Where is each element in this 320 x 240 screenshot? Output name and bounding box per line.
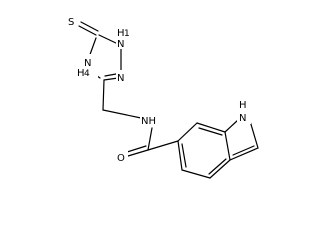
indole-h: H	[239, 100, 247, 111]
amide-nh: NH	[141, 116, 156, 127]
bond-c4-c5	[181, 169, 211, 179]
triazole-n-bg	[116, 70, 127, 83]
amide-nh-bg	[140, 112, 160, 126]
bond-c3-ch2	[102, 79, 105, 111]
bond-co-o	[127, 149, 149, 157]
bond-c7-c7a	[196, 122, 226, 133]
triazole-nh-top-bg	[116, 26, 138, 49]
atom-labels: S H 1 N N N H 4 NH O H N	[67, 14, 251, 164]
triazole-nh-top-h: H	[117, 28, 125, 39]
bond-c3a-c4	[209, 159, 231, 179]
bond-c5-n1	[98, 34, 119, 45]
triazole-nh-left-h: H	[77, 68, 85, 79]
bond-n2-c3	[103, 77, 119, 81]
triazole-nh-top-n: N	[117, 39, 124, 50]
bond-c7a-n1	[224, 119, 239, 133]
bond-c6-c7	[177, 122, 198, 142]
bond-c3a-c4-inner	[208, 158, 227, 175]
bond-c2-c3	[229, 147, 259, 161]
indole-nh-bg	[237, 98, 251, 124]
triazole-n: N	[117, 73, 124, 84]
bond-co-c6	[147, 140, 179, 151]
bond-nh-co	[147, 127, 153, 151]
carbonyl-o: O	[117, 153, 125, 164]
indole-n: N	[239, 113, 246, 124]
bond-n1-c2	[249, 120, 259, 149]
bond-c5-s-double	[80, 21, 99, 32]
thione-s-label: S	[68, 17, 74, 28]
thione-s-bg	[67, 14, 78, 27]
carbonyl-o-bg	[116, 150, 128, 163]
molecule-structure: S H 1 N N N H 4 NH O H N	[67, 14, 259, 179]
triazole-nh-left-bg	[76, 54, 98, 78]
bond-c5-c6	[177, 140, 183, 171]
bond-c7-c7a-inner	[198, 127, 223, 136]
bond-co-o-double	[126, 145, 147, 153]
bond-c5-c6-inner	[181, 143, 187, 168]
bond-n2-c3-double	[104, 73, 117, 77]
bond-ch2-nh	[102, 109, 142, 119]
bond-c7a-c3a	[224, 131, 231, 161]
bonds	[78, 21, 259, 179]
triazole-nh-top-locant: 1	[124, 29, 130, 39]
bond-c5-s	[78, 25, 97, 36]
triazole-nh-left-n: N	[84, 58, 91, 69]
bond-c2-c3-inner	[232, 145, 255, 156]
triazole-nh-left-locant: 4	[84, 69, 90, 79]
